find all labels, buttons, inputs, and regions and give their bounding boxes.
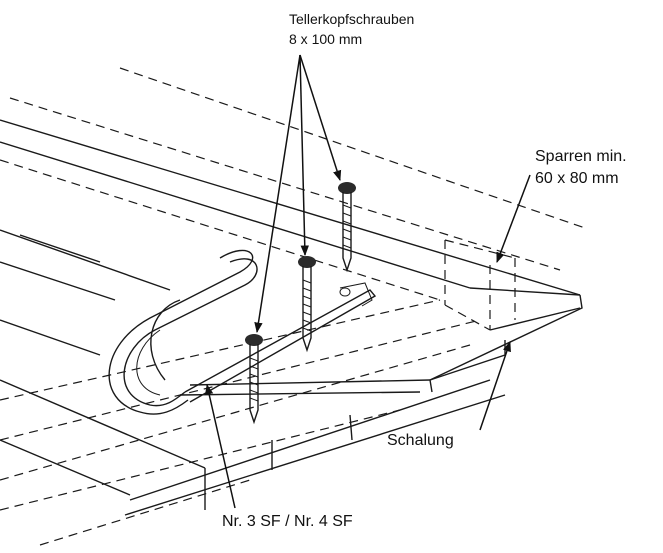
- screw-arrows: [254, 54, 342, 334]
- boarding-arrow: [479, 341, 511, 431]
- product-arrow: [205, 383, 236, 509]
- boarding-planks: [0, 229, 506, 546]
- screw-label-line2: 8 x 100 mm: [289, 31, 363, 47]
- boarding-label: Schalung: [387, 432, 454, 449]
- snow-stop-bracket: [108, 249, 377, 415]
- rafter-hidden: [444, 239, 516, 331]
- screw-3: [245, 334, 263, 425]
- screw-2: [298, 256, 316, 353]
- rafter-edges: [0, 67, 586, 381]
- rafter-label-line2: 60 x 80 mm: [535, 170, 619, 187]
- screw-1: [338, 182, 356, 273]
- screw-label: Tellerkopfschrauben 8 x 100 mm: [289, 9, 414, 49]
- screw-label-line1: Tellerkopfschrauben: [289, 11, 415, 27]
- rafter-label-line1: Sparren min.: [535, 148, 627, 165]
- rafter-arrow: [496, 174, 531, 263]
- rafter-label: Sparren min. 60 x 80 mm: [535, 146, 627, 190]
- product-label: Nr. 3 SF / Nr. 4 SF: [222, 513, 353, 530]
